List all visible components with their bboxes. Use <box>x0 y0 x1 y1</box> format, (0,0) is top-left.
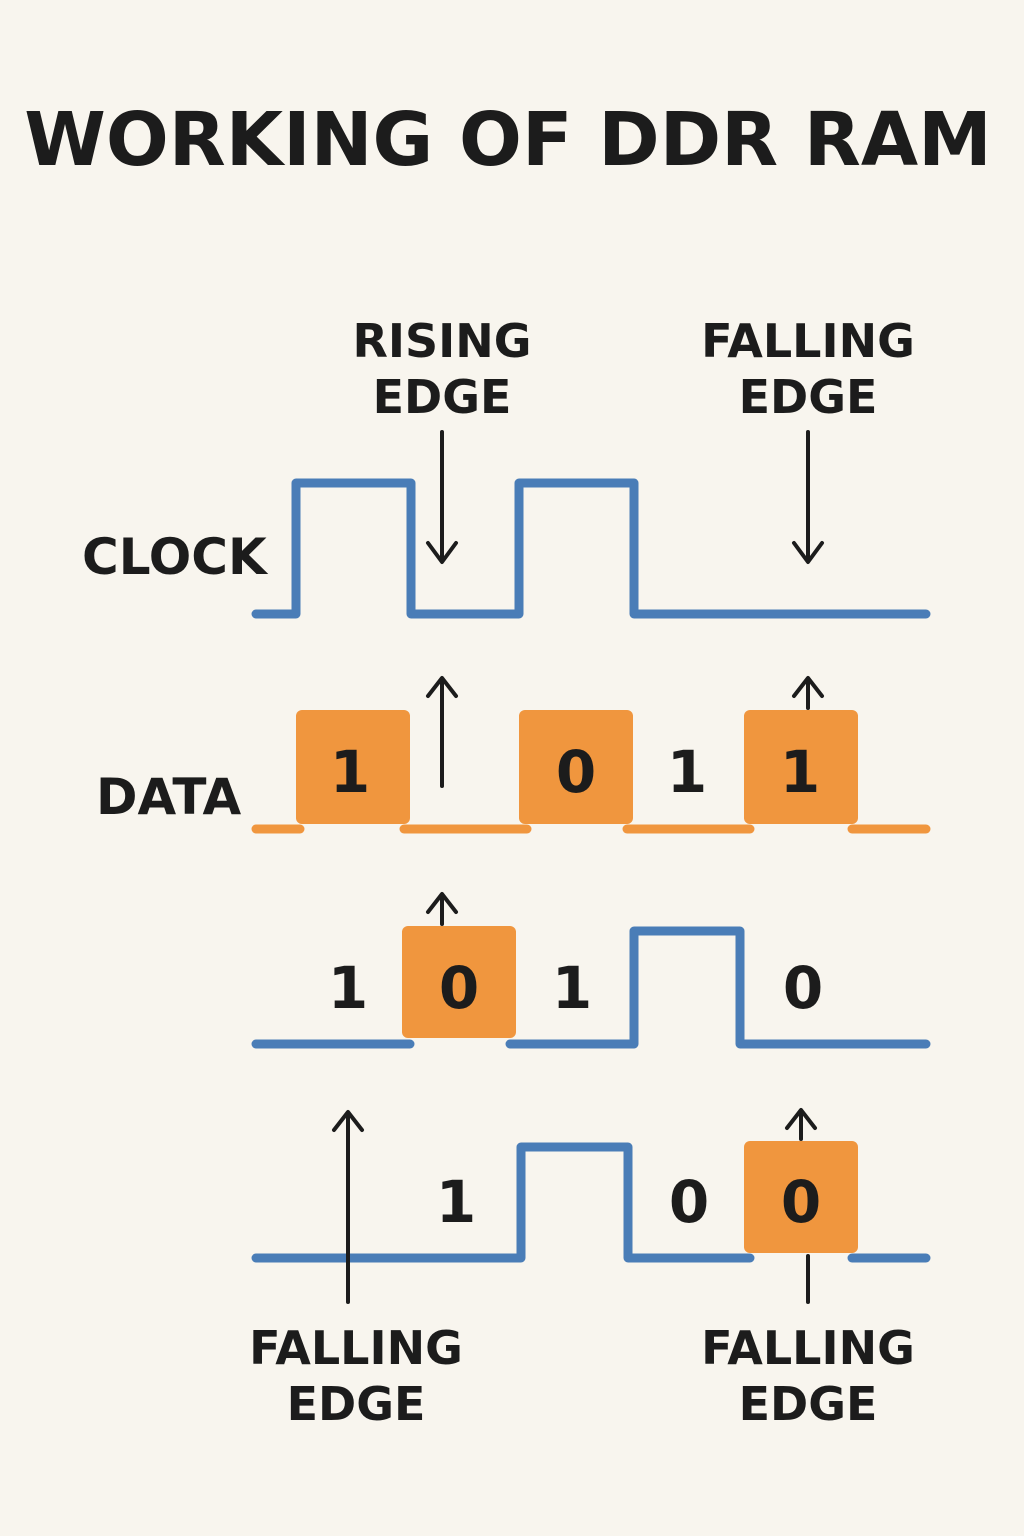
falling-edge-bottom-right-line-1: FALLING <box>701 1321 915 1375</box>
data-bit-block <box>519 710 633 824</box>
falling-edge-label-bottom-right: FALLING EDGE <box>701 1321 915 1431</box>
data-bit-block <box>744 710 858 824</box>
data-bit: 0 <box>783 954 823 1022</box>
data-bit-block <box>402 926 516 1038</box>
data-bit: 0 <box>669 1168 709 1236</box>
falling-edge-bottom-left-line-2: EDGE <box>287 1377 426 1431</box>
data-row-3: 1 0 0 <box>251 1108 931 1304</box>
falling-edge-label-line-2: EDGE <box>739 370 878 424</box>
data-row-1-up-arrow <box>792 676 824 710</box>
data-row-1-up-arrow <box>426 676 458 788</box>
data-row-3-up-arrow <box>332 1110 364 1304</box>
falling-edge-label-bottom-left: FALLING EDGE <box>249 1321 463 1431</box>
falling-edge-down-arrow <box>792 430 824 564</box>
rising-edge-label-line-1: RISING <box>352 314 531 368</box>
data-row-3-waveform-a <box>251 1142 755 1263</box>
rising-edge-label-line-2: EDGE <box>373 370 512 424</box>
falling-edge-label-line-1: FALLING <box>701 314 915 368</box>
data-bit-block <box>744 1141 858 1253</box>
data-row-1: 1 0 1 1 <box>251 676 931 834</box>
rising-edge-label-top: RISING EDGE <box>352 314 531 424</box>
data-bit: 1 <box>328 954 368 1022</box>
data-bit: 1 <box>780 738 820 806</box>
falling-edge-bottom-left-line-1: FALLING <box>249 1321 463 1375</box>
data-bit: 1 <box>436 1168 476 1236</box>
diagram-title: WORKING OF DDR RAM <box>24 97 992 183</box>
data-bit: 0 <box>439 954 479 1022</box>
data-bit: 1 <box>330 738 370 806</box>
data-row-label: DATA <box>96 768 242 826</box>
rising-edge-down-arrow <box>426 430 458 564</box>
clock-row-label: CLOCK <box>82 528 269 586</box>
data-bit: 1 <box>552 954 592 1022</box>
falling-edge-label-top: FALLING EDGE <box>701 314 915 424</box>
data-row-2-up-arrow <box>426 892 458 926</box>
falling-edge-bottom-right-line-2: EDGE <box>739 1377 878 1431</box>
data-row-3-up-arrow <box>785 1108 817 1141</box>
data-row-2-waveform-b <box>505 926 931 1049</box>
clock-waveform <box>251 478 931 619</box>
data-row-2: 1 0 1 0 <box>251 892 931 1049</box>
data-bit: 0 <box>556 738 596 806</box>
data-bit: 1 <box>667 738 707 806</box>
data-bit-block <box>296 710 410 824</box>
data-bit: 0 <box>781 1168 821 1236</box>
